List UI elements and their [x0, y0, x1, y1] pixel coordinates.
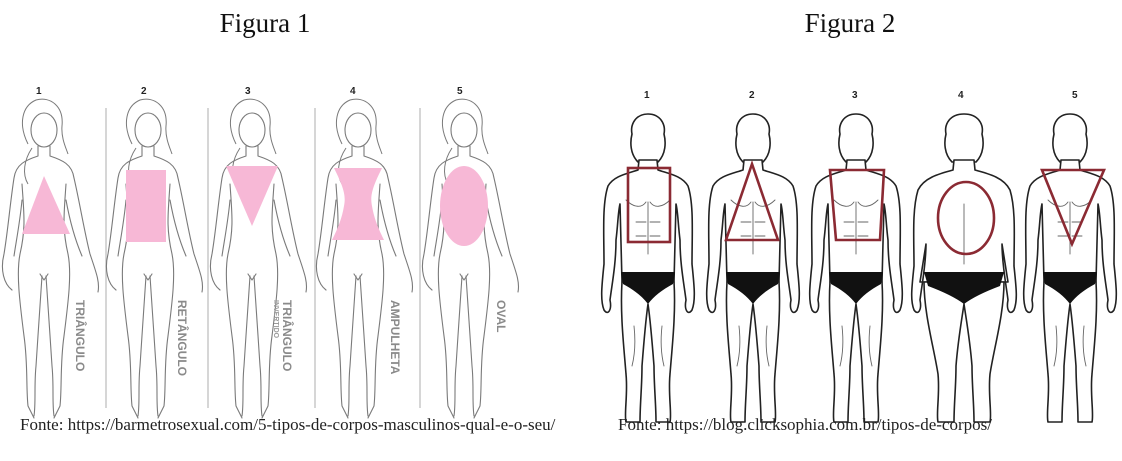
female-figure-2: 2 RETÂNGULO — [106, 86, 202, 418]
male-figure-1-number: 1 — [644, 90, 650, 101]
figure1-illustration: 1 TRIÂNGULO 2 RETÂNGULO 3 TRIÂNGULO INVE… — [0, 78, 560, 418]
male-figure-3-number: 3 — [852, 90, 858, 101]
rectangle-shape — [126, 170, 166, 242]
female-figure-1: 1 TRIÂNGULO — [2, 86, 98, 418]
female-figure-2-label: RETÂNGULO — [175, 300, 190, 376]
female-figure-3-label: TRIÂNGULO — [280, 300, 295, 371]
male-figure-2: 2 — [707, 90, 800, 422]
female-figure-1-number: 1 — [36, 86, 42, 97]
female-figure-5-number: 5 — [457, 86, 463, 97]
female-figure-3-number: 3 — [245, 86, 251, 97]
male-figure-4: 4 — [912, 90, 1017, 422]
male-figure-1: 1 — [602, 90, 695, 422]
female-figure-1-label: TRIÂNGULO — [73, 300, 88, 371]
male-figure-4-number: 4 — [958, 90, 964, 101]
male-figure-5: 5 — [1024, 90, 1117, 422]
figure2-source: Fonte: https://blog.clicksophia.com.br/t… — [618, 413, 1118, 437]
female-figure-4-number: 4 — [350, 86, 356, 97]
triangle-shape — [22, 176, 70, 234]
female-figure-2-number: 2 — [141, 86, 147, 97]
figure1-title: Figura 1 — [160, 8, 370, 39]
female-figure-3: 3 TRIÂNGULO INVERTIDO — [210, 86, 306, 418]
female-figure-4: 4 AMPULHETA — [316, 86, 412, 418]
hourglass-shape — [332, 168, 384, 240]
female-figure-5: 5 OVAL — [422, 86, 518, 418]
inverted-triangle-shape — [226, 166, 278, 226]
female-figure-5-label: OVAL — [494, 300, 508, 332]
oval-shape — [440, 166, 488, 246]
female-figure-3-sublabel: INVERTIDO — [272, 300, 279, 339]
figure2-illustration: 1 2 3 4 5 — [598, 78, 1118, 418]
figure1-source: Fonte: https://barmetrosexual.com/5-tipo… — [20, 413, 580, 437]
male-figure-3: 3 — [810, 90, 903, 422]
female-figure-4-label: AMPULHETA — [388, 300, 402, 375]
male-figure-5-number: 5 — [1072, 90, 1078, 101]
male-figure-2-number: 2 — [749, 90, 755, 101]
figure2-title: Figura 2 — [745, 8, 955, 39]
